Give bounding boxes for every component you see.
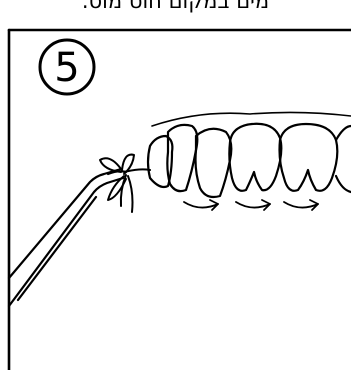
teeth-row (148, 112, 351, 197)
step-number: 5 (54, 45, 79, 91)
motion-arrows (184, 200, 318, 210)
step-number-badge: 5 (40, 40, 94, 94)
flosser-handle (9, 169, 126, 306)
